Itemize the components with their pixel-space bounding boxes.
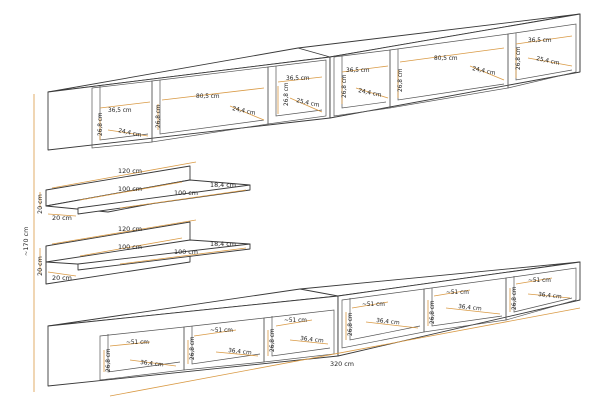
low-c2-d: 36,4 cm — [228, 348, 252, 356]
shelf2-width-label: 120 cm — [118, 225, 142, 233]
floating-shelf-2: 120 cm 100 cm 100 cm 18,4 cm 20 cm 20 cm — [36, 219, 251, 285]
top-label-mid-d: 25,4 cm — [296, 98, 321, 109]
top-label-right-large-h: 26,8 cm — [398, 68, 404, 92]
shelf1-board — [77, 184, 251, 215]
shelf1-depth-label: 18,4 cm — [210, 181, 236, 189]
top-label-right-large-w: 80,5 cm — [434, 56, 458, 62]
top-label-large-d: 24,4 cm — [232, 106, 257, 117]
top-label-right-small-w: 36,5 cm — [346, 68, 370, 74]
low-c6-w: ~51 cm — [528, 278, 551, 284]
low-c2-h: 26,8 cm — [190, 336, 196, 360]
low-c6-d: 36,4 cm — [538, 292, 562, 300]
low-c3-h: 26,8 cm — [270, 328, 276, 352]
low-c3-w: ~51 cm — [284, 318, 307, 324]
lowboard-cabinet: 320 cm ~51 cm 26,8 cm 36,4 cm ~51 cm 26,… — [47, 261, 581, 397]
top-label-right-large-d: 24,4 cm — [472, 66, 497, 77]
lowboard-front-right — [337, 261, 581, 357]
top-label-large-h: 26,8 cm — [156, 104, 162, 128]
shelf1-height-label: 20 cm — [36, 194, 44, 214]
total-width-label: 320 cm — [330, 360, 354, 368]
top-label-small-d: 24,4 cm — [118, 128, 143, 139]
low-c1-d: 36,4 cm — [140, 360, 164, 368]
shelf2-depth-label: 18,4 cm — [210, 240, 236, 248]
top-label-mid-w: 36,5 cm — [286, 76, 310, 82]
top-label-far-h: 26,8 cm — [516, 46, 522, 70]
top-label-far-d: 25,4 cm — [536, 56, 561, 67]
low-c3-d: 36,4 cm — [300, 336, 324, 344]
top-label-small-w: 36,5 cm — [108, 108, 132, 114]
shelf2-inner-label: 100 cm — [118, 243, 142, 251]
shelf1-depth2-label: 20 cm — [52, 214, 72, 222]
shelf2-inner2-label: 100 cm — [174, 248, 198, 256]
top-label-right-small-h: 26,8 cm — [342, 74, 348, 98]
low-c1-w: ~51 cm — [126, 340, 149, 346]
shelf1-inner2-label: 100 cm — [174, 189, 198, 197]
top-label-small-h: 26,8 cm — [98, 112, 104, 136]
low-c1-h: 26,8 cm — [106, 348, 112, 372]
floating-shelf-1: 120 cm 100 cm 100 cm 18,4 cm 20 cm 20 cm — [36, 161, 251, 222]
low-c5-d: 36,4 cm — [458, 304, 482, 312]
top-label-mid-h: 26,8 cm — [284, 82, 290, 106]
top-wall-cabinet: 36,5 cm 26,8 cm 24,4 cm 80,5 cm 26,8 cm … — [47, 13, 581, 151]
low-c6-h: 26,8 cm — [512, 286, 518, 310]
total-height-dimension: ~170 cm — [22, 94, 35, 392]
low-c5-w: ~51 cm — [446, 290, 469, 296]
top-label-right-small-d: 24,4 cm — [358, 88, 383, 99]
total-height-label: ~170 cm — [22, 227, 30, 256]
shelf2-height-label: 20 cm — [36, 256, 44, 276]
top-label-far-w: 36,5 cm — [528, 38, 552, 44]
low-c4-w: ~51 cm — [362, 302, 385, 308]
shelf1-width-label: 120 cm — [118, 167, 142, 175]
shelf2-depth2-label: 20 cm — [52, 274, 72, 282]
low-c4-d: 36,4 cm — [376, 318, 400, 326]
low-c2-w: ~51 cm — [210, 328, 233, 334]
shelf1-inner-label: 100 cm — [118, 185, 142, 193]
low-c4-h: 26,8 cm — [348, 312, 354, 336]
low-c5-h: 26,8 cm — [430, 300, 436, 324]
top-label-large-w: 80,5 cm — [196, 94, 220, 100]
